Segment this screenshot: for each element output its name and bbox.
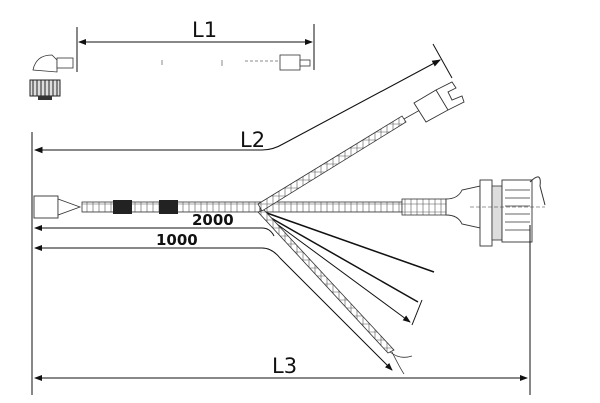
lower-branches	[257, 209, 435, 375]
label-l2: L2	[240, 128, 265, 152]
label-1000: 1000	[156, 231, 198, 249]
marker-block	[159, 200, 178, 214]
upper-branch	[257, 81, 465, 212]
dimension-l2: L2	[31, 43, 453, 395]
dimension-l3: L3	[34, 225, 531, 395]
dimension-2000: 2000	[34, 211, 275, 237]
small-connector	[29, 54, 311, 100]
label-2000: 2000	[192, 211, 234, 229]
label-l3: L3	[272, 354, 297, 378]
label-l1: L1	[192, 18, 217, 42]
round-connector	[470, 176, 546, 247]
marker-block	[113, 200, 132, 214]
main-cable	[33, 185, 481, 229]
dimension-l1: L1	[76, 18, 315, 72]
dimension-1000: 1000	[34, 231, 393, 371]
